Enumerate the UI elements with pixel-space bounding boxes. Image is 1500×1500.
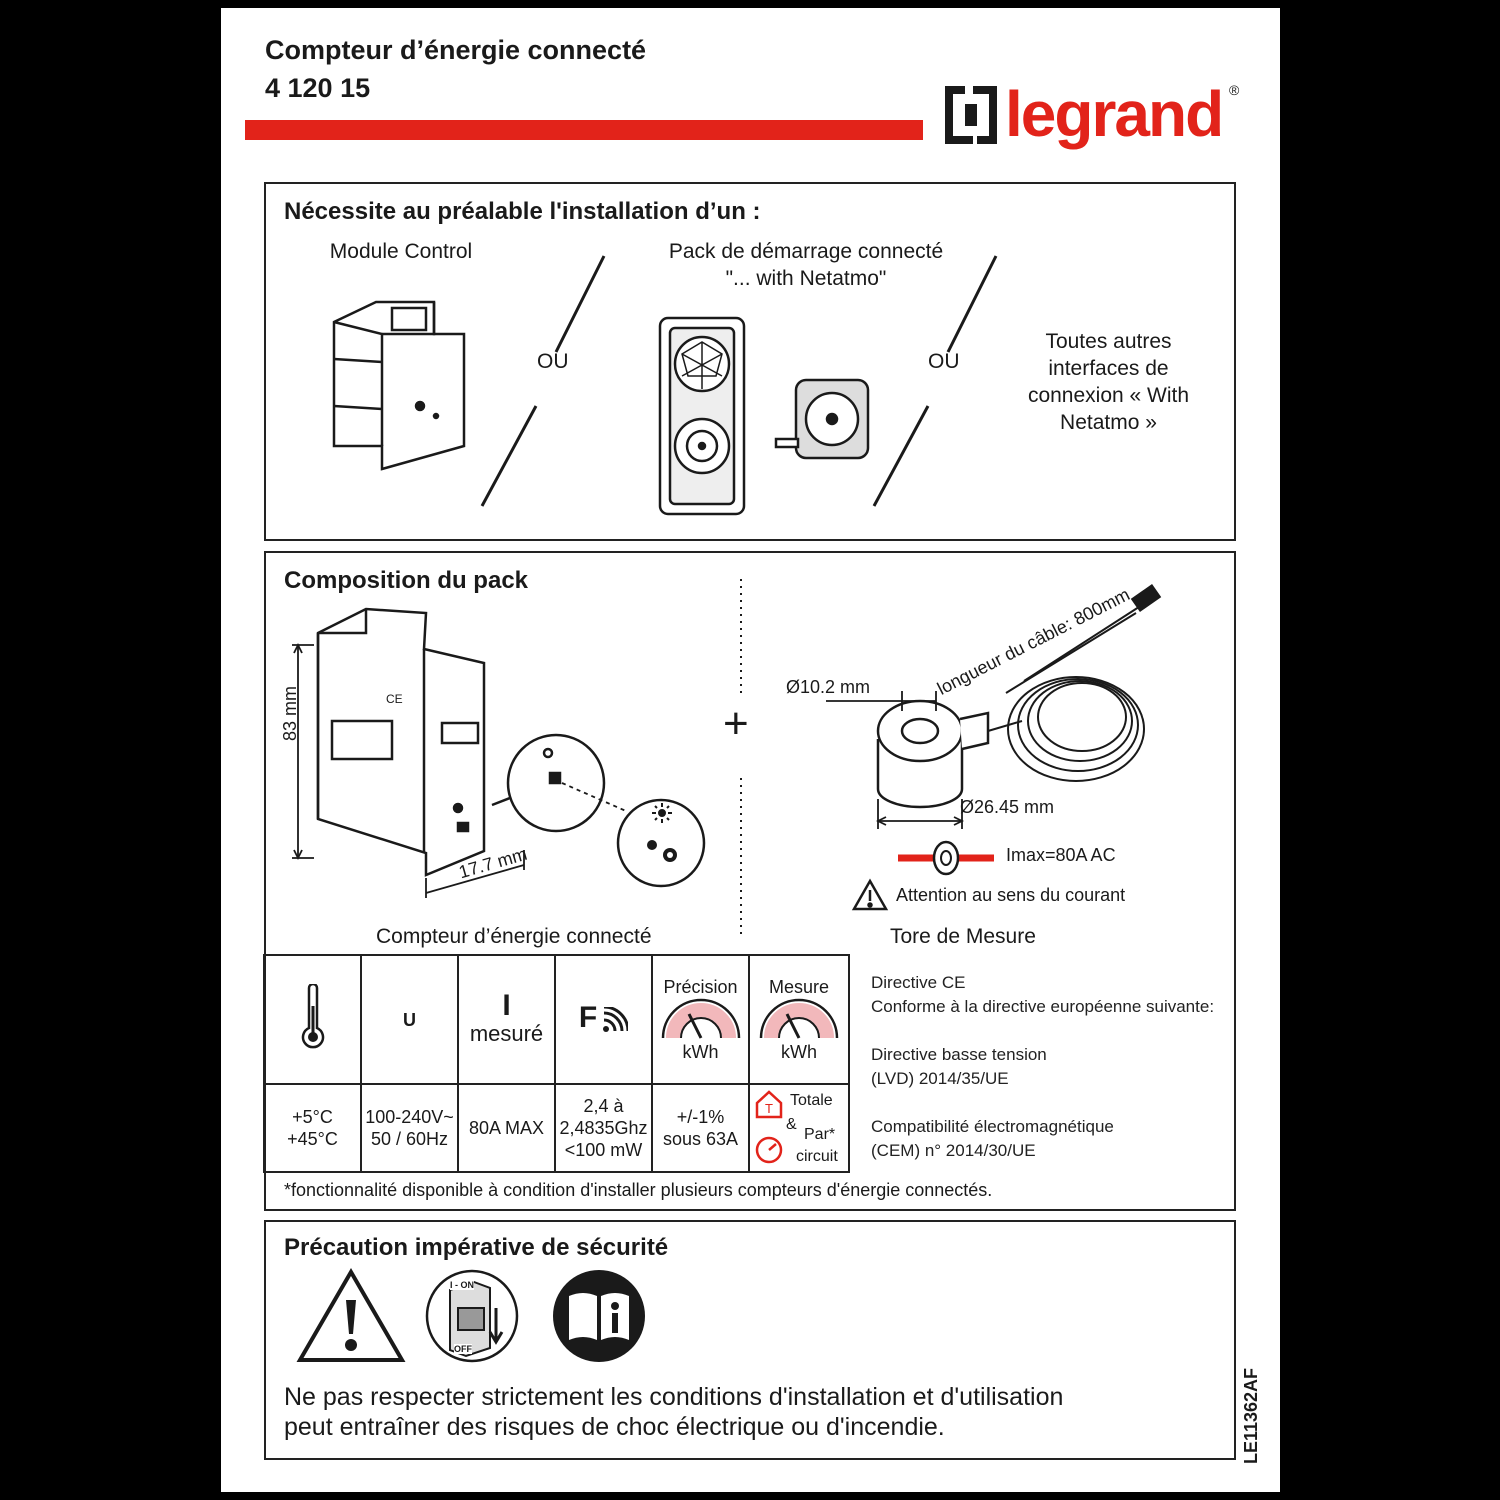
measure-value: T Totale & Par* circuit (748, 1083, 850, 1173)
directive-ce: Directive CE Conforme à la directive eur… (871, 973, 1215, 1160)
wireless-icon (603, 1005, 630, 1032)
prerequisite-panel: Nécessite au préalable l'installation d’… (264, 182, 1236, 541)
plus-sign: + (723, 699, 749, 748)
led-status-icon (652, 803, 672, 823)
inner-diameter-label: Ø10.2 mm (786, 677, 871, 697)
safety-heading: Précaution impérative de sécurité (284, 1234, 669, 1261)
warning-triangle-icon (851, 878, 889, 911)
safety-warning-text: Ne pas respecter strictement les conditi… (284, 1383, 1064, 1441)
voltage-value: 100-240V~ 50 / 60Hz (360, 1083, 459, 1173)
current-header: I mesuré (457, 954, 556, 1085)
svg-text:CE: CE (386, 692, 403, 706)
prerequisite-drawings (332, 255, 998, 516)
cable-coil-icon (987, 583, 1162, 782)
current-direction-icon (898, 840, 994, 876)
option-starter-pack-line2: "... with Netatmo" (725, 267, 887, 290)
measurement-torus-icon (876, 699, 990, 809)
read-manual-icon (553, 1270, 645, 1362)
divider-slash-2a (946, 255, 998, 353)
document-page: Compteur d’énergie connecté 4 120 15 leg… (221, 8, 1280, 1492)
option-module-control: Module Control (329, 240, 473, 263)
pack-composition-panel: Composition du pack CE (263, 551, 1236, 1211)
frequency-value: 2,4 à 2,4835Ghz <100 mW (554, 1083, 653, 1173)
pack-heading: Composition du pack (284, 567, 529, 594)
option-other-interfaces: Toutes autres interfaces de connexion « … (1027, 330, 1190, 434)
pack-drawings: CE (292, 579, 1162, 938)
spec-footnote: *fonctionnalité disponible à condition d… (284, 1180, 993, 1200)
product-title: Compteur d’énergie connecté (265, 35, 647, 65)
house-icon: T (755, 1090, 783, 1119)
energy-meter-icon: CE (316, 607, 486, 877)
meter-gauge-icon (755, 1136, 783, 1164)
frequency-header: F (554, 954, 653, 1085)
gauge-icon (759, 998, 839, 1039)
temperature-value: +5°C +45°C (263, 1083, 362, 1173)
magnifier-detail (491, 733, 706, 888)
gear-icon (647, 840, 677, 862)
safety-panel: Précaution impérative de sécurité I - ON… (264, 1220, 1236, 1460)
current-value: 80A MAX (457, 1083, 556, 1173)
width-dimension-line (425, 864, 525, 894)
thermometer-icon (301, 982, 324, 1049)
precision-header: Précision kWh (651, 954, 750, 1085)
svg-text:T: T (765, 1101, 773, 1116)
torus-caption: Tore de Mesure (890, 925, 1036, 948)
switch-off-label: OFF (454, 1344, 472, 1354)
voltage-header: U (360, 954, 459, 1085)
specifications-table: U I mesuré F Précision (263, 954, 850, 1173)
document-code: LE11362AF (1241, 1367, 1261, 1464)
measure-header: Mesure kWh (748, 954, 850, 1085)
or-separator-2: OU (928, 350, 960, 373)
current-direction-warning: Attention au sens du courant (896, 885, 1126, 905)
brand-logo: legrand ® (943, 76, 1283, 160)
prerequisite-heading: Nécessite au préalable l'installation d’… (284, 198, 761, 225)
divider-slash-1a (554, 255, 606, 353)
switch-on-label: I - ON (450, 1280, 474, 1290)
registered-mark: ® (1229, 82, 1240, 98)
warning-icon (296, 1268, 406, 1362)
precision-value: +/-1% sous 63A (651, 1083, 750, 1173)
legrand-logo-icon (945, 86, 997, 144)
temperature-header (263, 954, 362, 1085)
brand-wordmark: legrand (1005, 78, 1224, 150)
meter-height-dimension: 83 mm (280, 685, 300, 741)
starter-pack-icon (658, 316, 870, 516)
outer-diameter-label: Ø26.45 mm (960, 797, 1055, 817)
meter-caption: Compteur d’énergie connecté (376, 925, 652, 948)
power-switch-icon (425, 1269, 519, 1363)
option-starter-pack-line1: Pack de démarrage connecté (668, 240, 944, 263)
gauge-icon (661, 998, 740, 1039)
divider-slash-1b (480, 405, 538, 507)
product-reference: 4 120 15 (265, 73, 371, 103)
divider-slash-2b (872, 405, 930, 507)
header-red-bar (245, 120, 923, 140)
or-separator-1: OU (537, 350, 569, 373)
module-control-icon (332, 300, 466, 471)
imax-label: Imax=80A AC (1006, 845, 1116, 865)
